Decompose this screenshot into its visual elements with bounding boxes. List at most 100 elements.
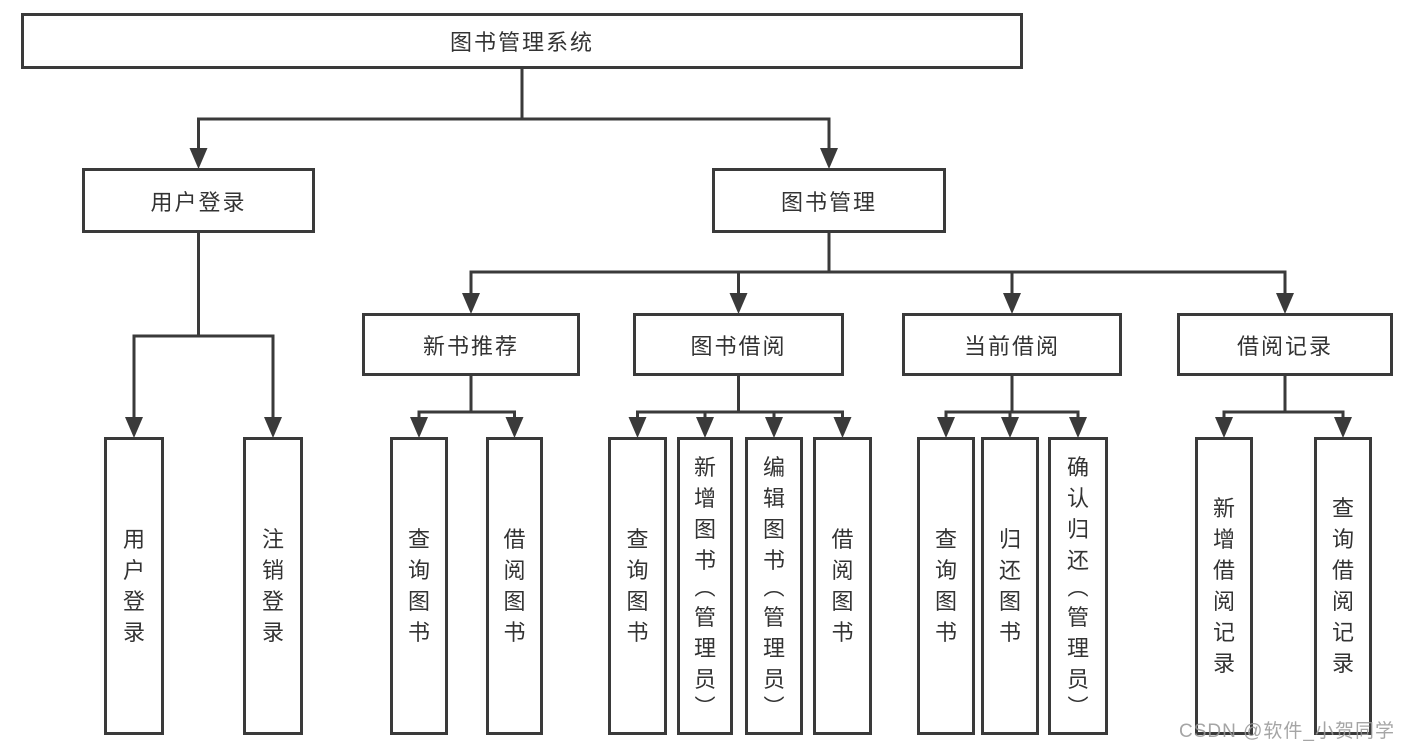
node-label-char: 辑 <box>762 485 785 511</box>
node-label-char: 销 <box>261 558 284 583</box>
node-label-char: 归 <box>998 527 1021 552</box>
node-root: 图书管理系统 <box>21 13 1023 69</box>
node-label-char: 查 <box>626 527 649 552</box>
arrowhead-icon <box>729 293 748 314</box>
node-label-char: 录 <box>122 620 145 645</box>
node-label-char: ︵ <box>694 576 716 600</box>
node-leaf-borrow-book: 借阅图书 <box>813 437 872 735</box>
node-label-char: 借 <box>1212 558 1235 583</box>
node-label-char: 增 <box>693 485 716 511</box>
node-leaf-query-book-borrow: 查询图书 <box>608 437 667 735</box>
node-label-char: 查 <box>934 527 957 552</box>
node-book-borrow: 图书借阅 <box>633 313 844 376</box>
node-label-char: 注 <box>261 527 284 552</box>
node-label-char: 登 <box>261 589 284 614</box>
node-label-char: 管 <box>762 604 785 630</box>
node-label-char: 阅 <box>831 558 854 583</box>
node-leaf-query-book-current: 查询图书 <box>917 437 975 735</box>
watermark: CSDN @软件_小贺同学 <box>1179 721 1395 742</box>
node-label-char: 书 <box>831 620 854 645</box>
node-label-char: 管 <box>1066 604 1089 630</box>
node-label-char: 书 <box>934 620 957 645</box>
node-label-char: 查 <box>407 527 430 552</box>
node-label-char: 录 <box>261 620 284 645</box>
node-label-char: 询 <box>934 558 957 583</box>
node-label-char: 图 <box>934 589 957 614</box>
node-leaf-add-record: 新增借阅记录 <box>1195 437 1253 735</box>
node-label-char: ︵ <box>763 576 785 600</box>
node-label-char: 理 <box>762 635 785 661</box>
node-label-char: 书 <box>693 547 716 573</box>
node-label-char: 新 <box>693 454 716 480</box>
node-label-char: 图 <box>503 589 526 614</box>
node-label-char: ︵ <box>1067 576 1089 600</box>
node-new-book-rec: 新书推荐 <box>362 313 580 376</box>
node-label-char: 询 <box>626 558 649 583</box>
node-leaf-edit-book: 编辑图书︵管理员︶ <box>745 437 803 735</box>
arrowhead-icon <box>410 417 428 438</box>
node-label-char: 阅 <box>1331 589 1354 614</box>
arrowhead-icon <box>189 148 208 169</box>
node-label-char: 登 <box>122 589 145 614</box>
node-label-char: 员 <box>1066 666 1089 692</box>
node-leaf-confirm-return: 确认归还︵管理员︶ <box>1048 437 1108 735</box>
arrowhead-icon <box>628 417 647 438</box>
node-label-char: 员 <box>693 666 716 692</box>
node-label-char: 管 <box>693 604 716 630</box>
node-label-char: 新 <box>1212 496 1235 521</box>
node-label-char: 用 <box>122 527 145 552</box>
node-label-char: 录 <box>1212 651 1235 676</box>
node-label-char: 还 <box>1066 547 1089 573</box>
node-label-char: 图 <box>407 589 430 614</box>
arrowhead-icon <box>833 417 852 438</box>
node-label-char: 借 <box>1331 558 1354 583</box>
arrowhead-icon <box>1069 417 1087 438</box>
node-label-char: 编 <box>762 454 785 480</box>
node-leaf-return-book: 归还图书 <box>981 437 1039 735</box>
node-label-char: 图 <box>626 589 649 614</box>
arrowhead-icon <box>1003 293 1021 314</box>
arrowhead-icon <box>264 417 282 438</box>
arrowhead-icon <box>820 148 838 169</box>
arrowhead-icon <box>1334 417 1352 438</box>
node-label-char: 归 <box>1066 516 1089 542</box>
node-label-char: 图 <box>998 589 1021 614</box>
node-label-char: ︶ <box>763 695 785 719</box>
node-label-char: ︶ <box>694 695 716 719</box>
node-label-char: 询 <box>1331 527 1354 552</box>
node-label-char: 书 <box>998 620 1021 645</box>
node-label-char: 认 <box>1066 485 1089 511</box>
node-label-char: 借 <box>831 527 854 552</box>
node-leaf-add-book: 新增图书︵管理员︶ <box>677 437 733 735</box>
node-current-borrow: 当前借阅 <box>902 313 1122 376</box>
node-label-char: 还 <box>998 558 1021 583</box>
node-label-char: 图 <box>762 516 785 542</box>
node-leaf-user-login: 用户登录 <box>104 437 164 735</box>
arrowhead-icon <box>937 417 955 438</box>
node-label-char: 阅 <box>503 558 526 583</box>
arrowhead-icon <box>462 293 480 314</box>
node-label-char: 图 <box>831 589 854 614</box>
node-label-char: 记 <box>1331 620 1354 645</box>
arrowhead-icon <box>1001 417 1019 438</box>
node-label-char: 记 <box>1212 620 1235 645</box>
node-label-char: 书 <box>762 547 785 573</box>
node-user-login: 用户登录 <box>82 168 315 233</box>
node-label-char: 书 <box>407 620 430 645</box>
node-label-char: 增 <box>1212 527 1235 552</box>
arrowhead-icon <box>1276 293 1294 314</box>
node-label-char: 书 <box>626 620 649 645</box>
node-label-char: 图 <box>693 516 716 542</box>
node-label-char: 录 <box>1331 651 1354 676</box>
arrowhead-icon <box>696 417 714 438</box>
arrowhead-icon <box>505 417 524 438</box>
node-leaf-query-record: 查询借阅记录 <box>1314 437 1372 735</box>
node-label-char: 确 <box>1066 454 1089 480</box>
node-leaf-borrow-book-rec: 借阅图书 <box>486 437 543 735</box>
node-book-mgmt: 图书管理 <box>712 168 946 233</box>
node-leaf-query-book-rec: 查询图书 <box>390 437 448 735</box>
arrowhead-icon <box>765 417 783 438</box>
node-leaf-logout: 注销登录 <box>243 437 303 735</box>
